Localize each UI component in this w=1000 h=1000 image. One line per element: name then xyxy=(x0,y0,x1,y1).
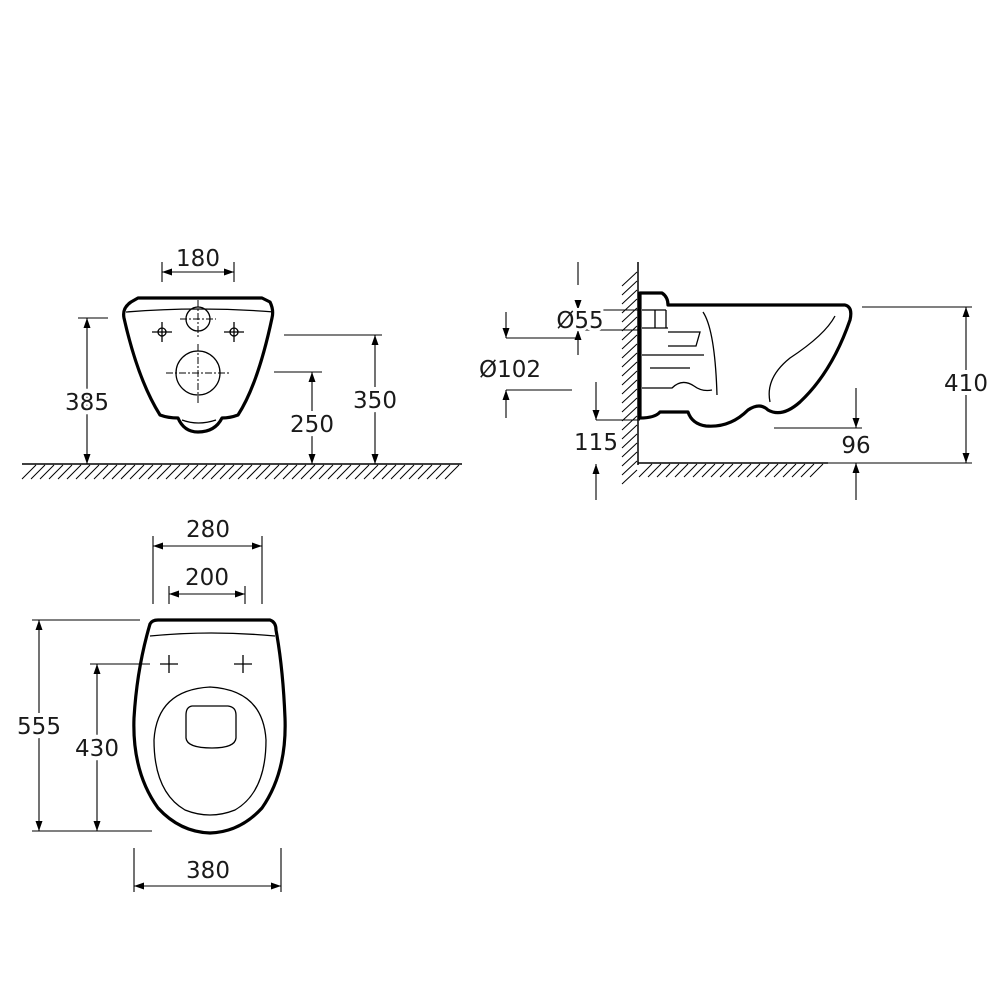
side-view: Ø55 Ø102 115 410 96 xyxy=(476,262,992,500)
wall-hatching xyxy=(621,271,638,485)
bowl-opening xyxy=(153,686,267,816)
rim-inner-line xyxy=(125,308,275,313)
bowl-front-outline xyxy=(122,296,275,434)
side-floor-hatching xyxy=(638,463,824,478)
dim-side-inlet-diameter: Ø55 xyxy=(556,308,603,334)
waste-outlet-channel xyxy=(642,354,713,392)
dim-top-fixing-to-front: 430 xyxy=(75,736,119,762)
bowl-inner-channel xyxy=(702,311,718,396)
fixing-point-left xyxy=(152,322,172,342)
dim-front-fixing-spacing: 180 xyxy=(176,246,220,272)
outlet-lip xyxy=(181,419,217,424)
bowl-side-outline xyxy=(638,291,853,428)
rim-top-line xyxy=(149,632,276,637)
dim-front-overall-height: 385 xyxy=(65,390,109,416)
dim-top-overall-depth: 555 xyxy=(17,714,61,740)
dim-side-waste-outlet-height: 115 xyxy=(574,430,618,456)
dim-top-fixing-spacing: 200 xyxy=(185,565,229,591)
fixing-point-top-right xyxy=(234,655,252,673)
dim-front-inlet-height: 350 xyxy=(353,388,397,414)
dim-side-bottom-clearance: 96 xyxy=(841,433,870,459)
flush-channel xyxy=(668,331,701,347)
front-view: 180 385 250 350 xyxy=(21,246,462,480)
dim-front-waste-height: 250 xyxy=(290,412,334,438)
dim-top-rear-width: 280 xyxy=(186,517,230,543)
dim-top-overall-width: 380 xyxy=(186,858,230,884)
floor-hatching xyxy=(21,464,460,480)
bowl-top-outline xyxy=(132,618,287,835)
dim-side-waste-diameter: Ø102 xyxy=(479,357,541,383)
outlet-opening-top xyxy=(185,705,237,749)
top-view: 280 200 555 430 380 xyxy=(13,517,287,892)
fixing-point-right xyxy=(224,322,244,342)
bowl-inner-contour xyxy=(768,315,836,403)
dim-side-rim-height: 410 xyxy=(944,371,988,397)
fixing-point-top-left xyxy=(160,655,178,673)
flush-inlet-tube xyxy=(642,309,668,329)
